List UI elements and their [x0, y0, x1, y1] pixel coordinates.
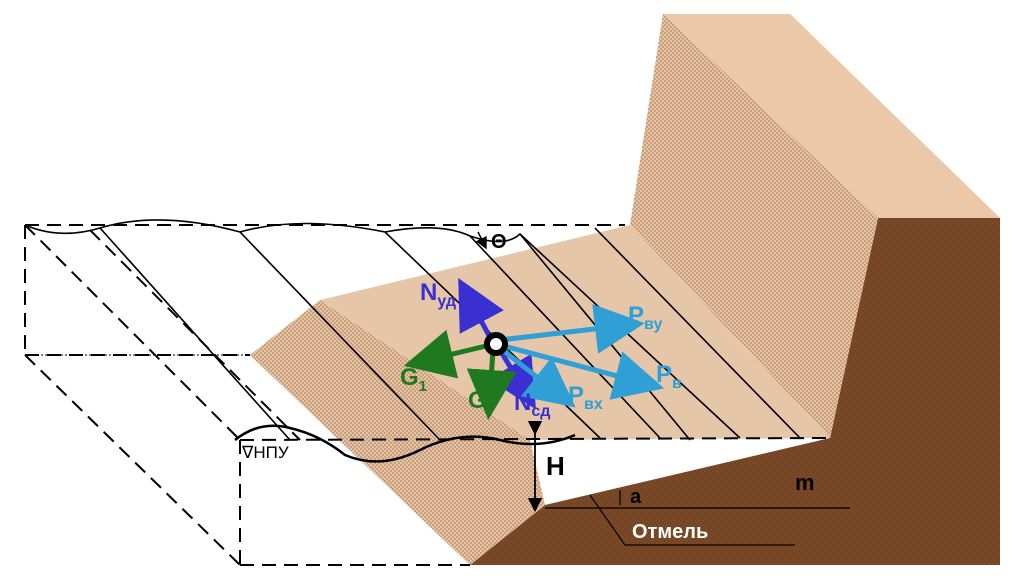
p-vy-vector [499, 304, 645, 354]
n-ud-label: Nуд [420, 279, 456, 310]
otmel-label: Отмель [632, 521, 708, 543]
soil-block [470, 218, 1000, 565]
h-label: H [546, 451, 565, 481]
theta-indicator [475, 231, 487, 250]
origin-point [484, 332, 508, 356]
theta-label: Θ [491, 231, 507, 253]
back-wall-top [663, 14, 1000, 218]
p-vx-label: Pвх [568, 382, 603, 413]
p-v-label: Pв [656, 361, 682, 392]
g-vector [466, 349, 517, 420]
g1-vector [403, 329, 491, 379]
m-label: m [795, 470, 815, 495]
front-slope-face [250, 300, 545, 565]
g1-label: G1 [400, 364, 427, 395]
shoal-lines [545, 490, 850, 546]
force-vectors [403, 277, 665, 420]
p-vy-label: Pву [628, 302, 662, 333]
a-label: a [630, 486, 642, 508]
p-vx-vector [498, 346, 576, 408]
wave-profile [234, 424, 576, 463]
back-wall-face [630, 14, 1000, 438]
npu-label: ∇НПУ [241, 443, 289, 462]
g-label: G [468, 387, 487, 414]
n-sd-label: Nсд [514, 389, 550, 420]
